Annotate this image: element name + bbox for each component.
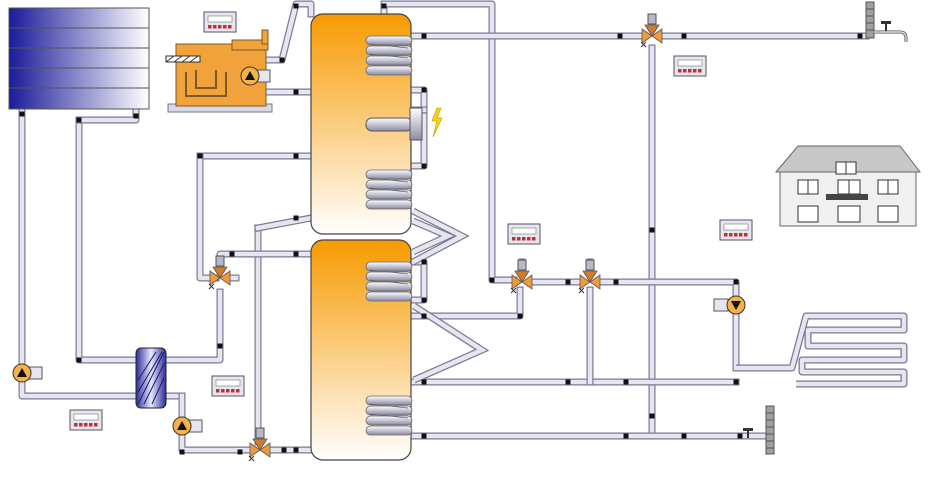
tap-icon bbox=[874, 21, 908, 42]
zigzag-exchanger-upper bbox=[411, 207, 470, 266]
wall-top-right bbox=[865, 1, 875, 39]
controllers bbox=[69, 11, 753, 431]
controller-icon bbox=[507, 223, 541, 245]
house-icon bbox=[774, 145, 922, 227]
pump-icon bbox=[713, 295, 746, 315]
tap-icon bbox=[743, 428, 753, 438]
pump-icon bbox=[12, 363, 43, 383]
electric-heater bbox=[365, 107, 443, 141]
pipe-joints bbox=[19, 3, 863, 455]
zigzag-exchanger-lower bbox=[412, 303, 490, 384]
pump-icon bbox=[240, 66, 271, 86]
mixing-valve-icon bbox=[208, 255, 231, 290]
mixing-valve-icon bbox=[510, 259, 533, 294]
solar-panel-icon bbox=[8, 7, 150, 110]
mixing-valve-icon bbox=[578, 259, 601, 294]
lightning-icon bbox=[431, 107, 443, 138]
controller-icon bbox=[673, 55, 707, 77]
mixing-valve-icon bbox=[640, 13, 663, 48]
controller-icon bbox=[203, 11, 237, 33]
three-way-valves bbox=[208, 13, 663, 462]
controller-icon bbox=[719, 219, 753, 241]
controller-icon bbox=[211, 375, 245, 397]
pump-icon bbox=[172, 416, 203, 436]
pumps bbox=[12, 66, 746, 436]
tank-coils bbox=[365, 35, 413, 436]
floor-coil-icon bbox=[736, 312, 908, 388]
controller-icon bbox=[69, 409, 103, 431]
boiler-icon bbox=[165, 29, 273, 113]
plate-exchanger-icon bbox=[135, 347, 167, 409]
mixing-valve-icon bbox=[248, 427, 271, 462]
wall-bottom-right bbox=[765, 405, 775, 455]
